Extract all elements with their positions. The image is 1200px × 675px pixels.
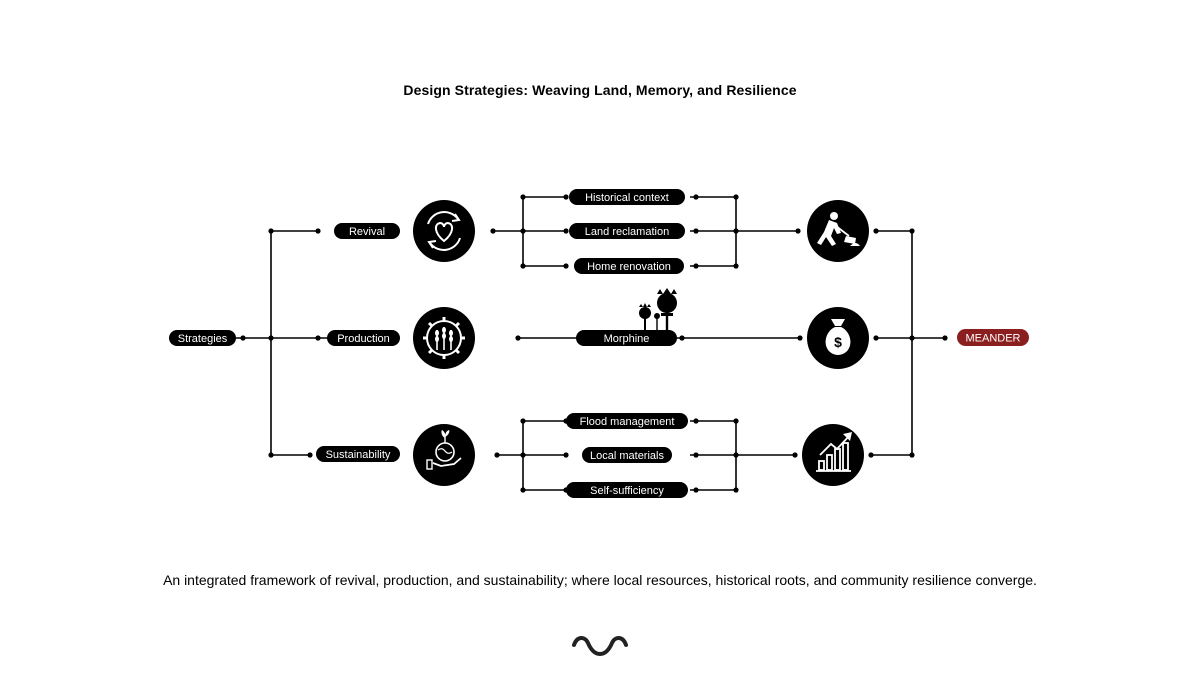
diagram-caption: An integrated framework of revival, prod… (163, 572, 1037, 588)
diagram-title: Design Strategies: Weaving Land, Memory,… (403, 82, 797, 98)
branch-production: Production (327, 330, 400, 346)
item-home-renovation-label: Home renovation (587, 261, 671, 273)
branch-production-label: Production (337, 333, 390, 345)
item-flood-management: Flood management (566, 413, 688, 429)
item-morphine-label: Morphine (604, 333, 650, 345)
root-node: Strategies (169, 330, 236, 346)
poppy-pods-icon (639, 288, 677, 331)
branch-revival: Revival (334, 223, 400, 239)
hand-globe-sprout-icon (413, 424, 475, 486)
item-morphine: Morphine (576, 330, 677, 346)
root-node-label: Strategies (178, 333, 228, 345)
item-land-reclamation-label: Land reclamation (585, 226, 669, 238)
item-flood-management-label: Flood management (580, 416, 675, 428)
connector-lines (236, 196, 945, 491)
item-local-materials-label: Local materials (590, 450, 664, 462)
wheat-gear-icon (413, 307, 475, 369)
worker-shovel-icon (807, 200, 869, 262)
meander-wave-logo-icon (572, 636, 628, 657)
outcome-node-label: MEANDER (965, 333, 1020, 345)
branch-sustainability: Sustainability (316, 446, 400, 462)
heart-cycle-icon (413, 200, 475, 262)
item-historical-context: Historical context (569, 189, 685, 205)
item-historical-context-label: Historical context (585, 192, 669, 204)
svg-text:$: $ (834, 334, 842, 350)
item-self-sufficiency-label: Self-sufficiency (590, 485, 664, 497)
item-self-sufficiency: Self-sufficiency (566, 482, 688, 498)
branch-sustainability-label: Sustainability (326, 449, 391, 461)
connector-dots (240, 194, 948, 493)
money-bag-icon: $ (807, 307, 869, 369)
branch-revival-label: Revival (349, 226, 385, 238)
item-home-renovation: Home renovation (574, 258, 684, 274)
outcome-node: MEANDER (957, 329, 1029, 346)
item-land-reclamation: Land reclamation (569, 223, 685, 239)
item-local-materials: Local materials (582, 447, 672, 463)
growth-chart-icon (802, 424, 864, 486)
